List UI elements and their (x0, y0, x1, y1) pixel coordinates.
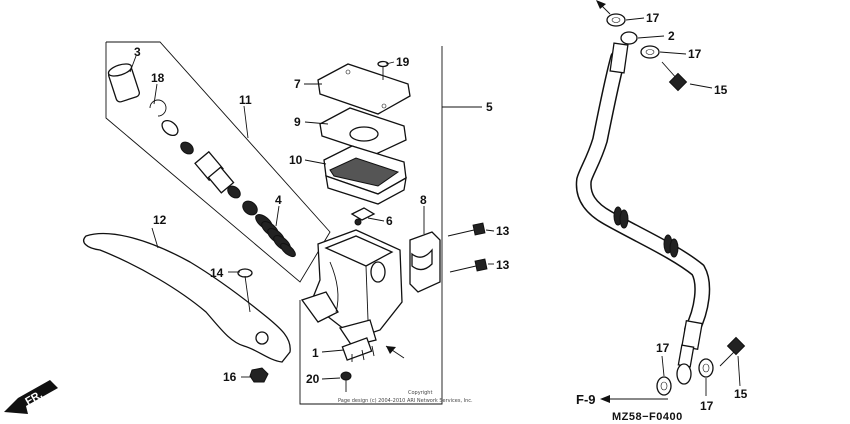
washer-17-mid (640, 45, 660, 59)
piston-stack (161, 119, 258, 216)
callout-13-upper: 13 (496, 224, 510, 238)
callout-3: 3 (134, 45, 141, 59)
spring-part (255, 214, 296, 258)
screw-20-part (340, 371, 352, 392)
bolt-13-lower (449, 258, 488, 273)
callout-1: 1 (312, 346, 319, 360)
callout-15-upper: 15 (714, 83, 728, 97)
holder-part (409, 231, 441, 293)
bolt-13-upper (447, 222, 486, 237)
switch-part (341, 337, 375, 362)
callouts: 3 18 11 4 7 9 10 19 5 6 8 13 13 12 14 16… (134, 11, 748, 413)
bolt-15-lower (719, 336, 746, 367)
leader-lines (129, 17, 741, 396)
callout-5: 5 (486, 100, 493, 114)
screw-part (377, 60, 389, 80)
callout-15-lower: 15 (734, 387, 748, 401)
callout-8: 8 (420, 193, 427, 207)
callout-18: 18 (151, 71, 165, 85)
callout-14: 14 (210, 266, 224, 280)
callout-9: 9 (294, 115, 301, 129)
callout-16: 16 (223, 370, 237, 384)
diaphragm-part (323, 145, 407, 205)
bolt-15-upper (661, 61, 688, 92)
callout-20: 20 (306, 372, 320, 386)
callout-11: 11 (239, 93, 252, 107)
washer-17-top (606, 13, 626, 27)
master-cylinder-body (300, 229, 403, 347)
direction-arrows (385, 0, 668, 403)
callout-6: 6 (386, 214, 393, 228)
callout-17-bottom-left: 17 (656, 341, 670, 355)
assembly-frame (299, 46, 482, 405)
callout-7: 7 (294, 77, 301, 91)
copyright-line-1: Copyright (408, 390, 432, 396)
callout-10: 10 (289, 153, 303, 167)
circlip-part (149, 99, 167, 117)
brake-hose (575, 31, 711, 385)
callout-19: 19 (396, 55, 410, 69)
nut-part (249, 367, 269, 383)
washer-17-bottom-right (698, 358, 714, 378)
copyright-line-2: Page design (c) 2004-2010 ARI Network Se… (338, 398, 473, 404)
reservoir-cap-part (317, 63, 411, 115)
reference-f9-label: F-9 (576, 392, 596, 407)
piston-kit-frame (105, 41, 331, 283)
callout-4: 4 (275, 193, 282, 207)
callout-17-mid: 17 (688, 47, 702, 61)
plate-part (319, 107, 407, 155)
callout-13-lower: 13 (496, 258, 510, 272)
boot-part (107, 63, 140, 103)
callout-17-bottom-right: 17 (700, 399, 714, 413)
pivot-bolt-part (237, 268, 253, 313)
front-direction-badge: FR. (4, 380, 58, 414)
diagram-code: MZ58−F0400 (612, 411, 683, 423)
callout-17-top: 17 (646, 11, 660, 25)
callout-2: 2 (668, 29, 675, 43)
washer-17-bottom-left (656, 376, 672, 396)
callout-12: 12 (153, 213, 167, 227)
clip-part (350, 207, 376, 226)
lever-part (83, 232, 291, 363)
